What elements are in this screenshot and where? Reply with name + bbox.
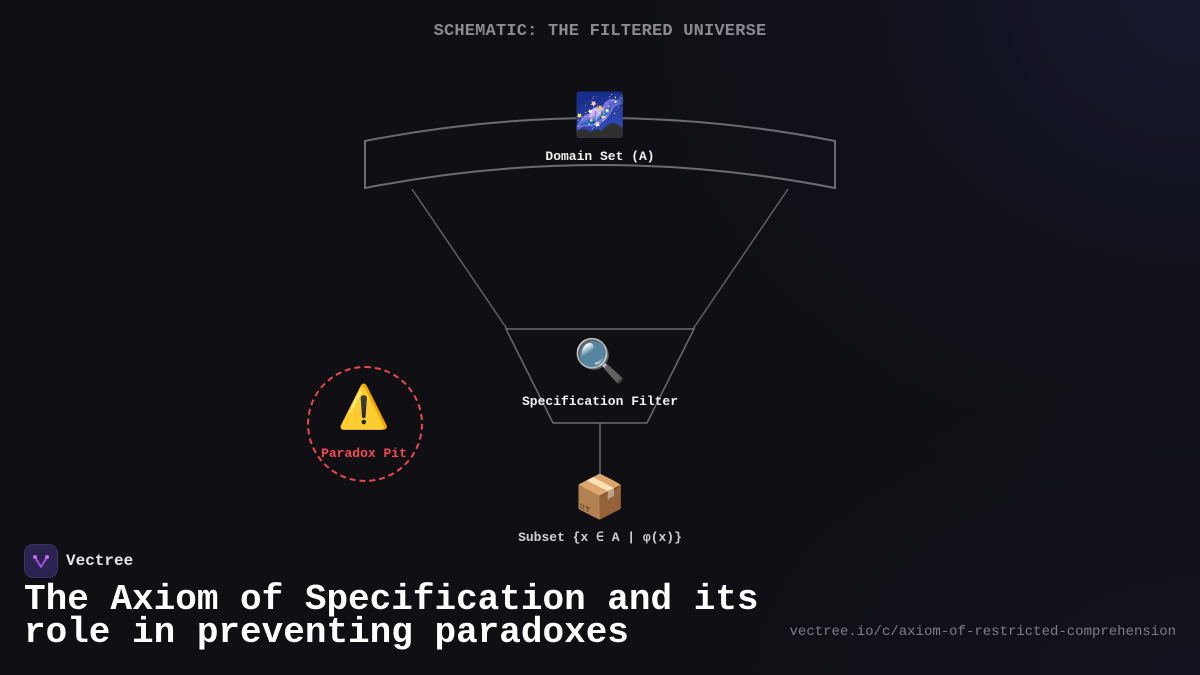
specification-filter-label: Specification Filter [521,394,679,409]
domain-set-band [364,117,836,190]
filter-trapezoid [504,328,696,424]
magnifying-glass-icon: 🔍 [573,336,627,385]
paradox-pit-label: Paradox Pit [321,446,407,461]
warning-icon: ⚠️ [337,382,391,431]
milky-way-icon: 🌌 [573,90,627,139]
funnel-right-edge [692,188,789,330]
subset-label: Subset {x ∈ A | φ(x)} [518,530,682,545]
page-title: The Axiom of Specification and its role … [24,579,759,653]
domain-set-label: Domain Set (A) [545,149,655,164]
funnel-left-edge [411,188,508,330]
paradox-pit-circle [307,366,423,482]
package-icon: 📦 [573,472,627,521]
vectree-logo-icon [24,544,58,578]
brand: Vectree [24,544,133,578]
schematic-title: SCHEMATIC: THE FILTERED UNIVERSE [433,22,767,41]
source-url: vectree.io/c/axiom-of-restricted-compreh… [789,624,1176,640]
brand-name: Vectree [66,552,134,570]
